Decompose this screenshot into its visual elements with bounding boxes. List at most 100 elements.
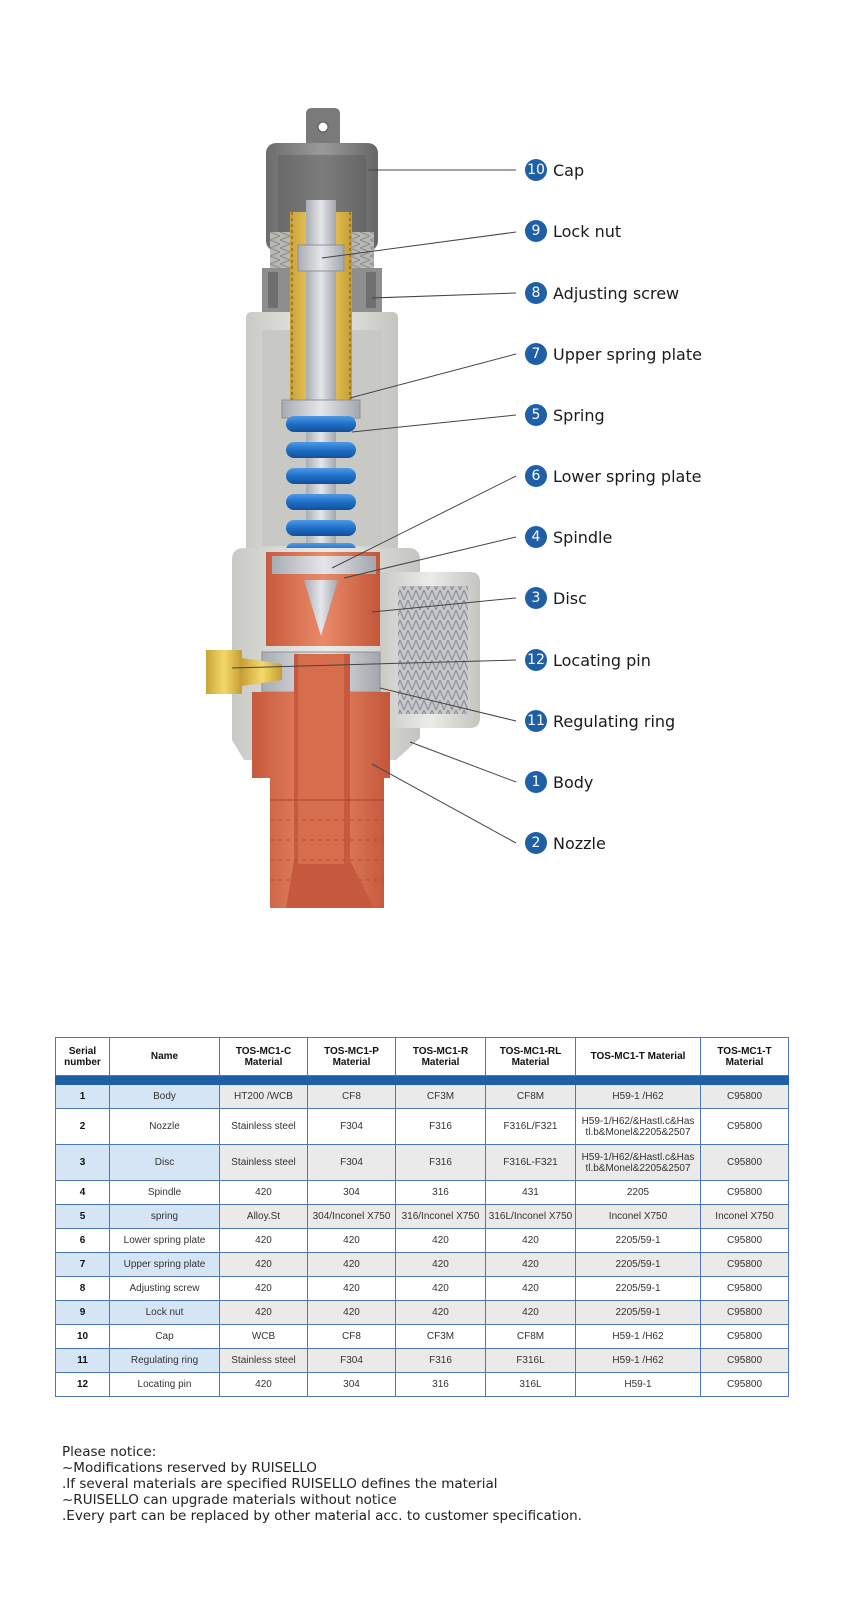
material-cell: 420 <box>395 1252 486 1277</box>
notice-line: ~Modifications reserved by RUISELLO <box>62 1460 317 1476</box>
material-cell: H59-1/H62/&Hastl.c&Has tl.b&Monel&2205&2… <box>575 1108 701 1145</box>
material-cell: 420 <box>307 1252 396 1277</box>
material-cell: Alloy.St <box>219 1204 308 1229</box>
name-cell: Regulating ring <box>109 1348 220 1373</box>
material-cell: 2205/59-1 <box>575 1252 701 1277</box>
material-cell: C95800 <box>700 1252 789 1277</box>
callout-label: Spring <box>553 405 605 425</box>
serial-cell: 8 <box>55 1276 110 1301</box>
material-cell: F316L/F321 <box>485 1108 576 1145</box>
notice-line: ~RUISELLO can upgrade materials without … <box>62 1492 397 1508</box>
material-cell: H59-1 /H62 <box>575 1324 701 1349</box>
material-cell: F316L <box>485 1348 576 1373</box>
callout-lock-nut: 9 Lock nut <box>525 219 621 243</box>
material-cell: 420 <box>485 1276 576 1301</box>
callout-number: 3 <box>525 587 547 609</box>
material-cell: C95800 <box>700 1348 789 1373</box>
material-cell: 420 <box>395 1276 486 1301</box>
material-cell: 420 <box>395 1300 486 1325</box>
serial-cell: 4 <box>55 1180 110 1205</box>
material-cell: F304 <box>307 1108 396 1145</box>
material-cell: 316/Inconel X750 <box>395 1204 486 1229</box>
material-cell: 316 <box>395 1180 486 1205</box>
callout-label: Lower spring plate <box>553 466 702 486</box>
callout-label: Disc <box>553 588 587 608</box>
callout-label: Lock nut <box>553 221 622 241</box>
callout-number: 9 <box>525 220 547 242</box>
callout-number: 1 <box>525 771 547 793</box>
material-cell: Inconel X750 <box>700 1204 789 1229</box>
locating-pin-part <box>206 650 282 694</box>
callout-label: Nozzle <box>553 833 606 853</box>
callout-label: Regulating ring <box>553 711 676 731</box>
column-header: TOS-MC1-P Material <box>307 1037 396 1076</box>
serial-cell: 10 <box>55 1324 110 1349</box>
callout-number: 2 <box>525 832 547 854</box>
name-cell: Body <box>109 1084 220 1109</box>
material-cell: Inconel X750 <box>575 1204 701 1229</box>
spindle-part <box>297 200 345 636</box>
material-cell: 2205/59-1 <box>575 1300 701 1325</box>
material-cell: H59-1 <box>575 1372 701 1397</box>
material-cell: CF8M <box>485 1084 576 1109</box>
table-header-row: Serial number Name TOS-MC1-C Material TO… <box>55 1037 789 1076</box>
material-cell: 304/Inconel X750 <box>307 1204 396 1229</box>
material-cell: 316L/Inconel X750 <box>485 1204 576 1229</box>
material-cell: F316L-F321 <box>485 1144 576 1181</box>
material-cell: CF8 <box>307 1084 396 1109</box>
material-cell: H59-1 /H62 <box>575 1348 701 1373</box>
callout-label: Upper spring plate <box>553 344 702 364</box>
name-cell: Cap <box>109 1324 220 1349</box>
callout-nozzle: 2 Nozzle <box>525 831 606 855</box>
material-cell: C95800 <box>700 1180 789 1205</box>
nozzle-part <box>252 654 390 908</box>
material-cell: CF3M <box>395 1324 486 1349</box>
callout-label: Cap <box>553 160 585 180</box>
material-cell: 420 <box>307 1276 396 1301</box>
column-header: TOS-MC1-C Material <box>219 1037 308 1076</box>
name-cell: Upper spring plate <box>109 1252 220 1277</box>
name-cell: Locating pin <box>109 1372 220 1397</box>
material-cell: 420 <box>219 1252 308 1277</box>
callout-label: Spindle <box>553 527 613 547</box>
name-cell: spring <box>109 1204 220 1229</box>
serial-cell: 11 <box>55 1348 110 1373</box>
material-cell: Stainless steel <box>219 1144 308 1181</box>
leader-lines <box>231 169 517 844</box>
material-cell: C95800 <box>700 1276 789 1301</box>
valve-illustration <box>206 108 517 908</box>
serial-cell: 9 <box>55 1300 110 1325</box>
lower-spring-plate-part <box>272 556 376 574</box>
callout-number: 10 <box>525 159 547 181</box>
material-cell: 304 <box>307 1180 396 1205</box>
name-cell: Nozzle <box>109 1108 220 1145</box>
notice-line: .Every part can be replaced by other mat… <box>62 1508 582 1524</box>
column-header: TOS-MC1-RL Material <box>485 1037 576 1076</box>
material-cell: 420 <box>485 1252 576 1277</box>
material-cell: 316 <box>395 1372 486 1397</box>
material-cell: 420 <box>307 1228 396 1253</box>
callout-number: 8 <box>525 282 547 304</box>
name-cell: Lower spring plate <box>109 1228 220 1253</box>
serial-cell: 3 <box>55 1144 110 1181</box>
name-cell: Lock nut <box>109 1300 220 1325</box>
callout-number: 5 <box>525 404 547 426</box>
callout-spring: 5 Spring <box>525 403 605 427</box>
material-cell: 2205/59-1 <box>575 1276 701 1301</box>
callout-disc: 3 Disc <box>525 586 587 610</box>
name-cell: Disc <box>109 1144 220 1181</box>
material-cell: WCB <box>219 1324 308 1349</box>
